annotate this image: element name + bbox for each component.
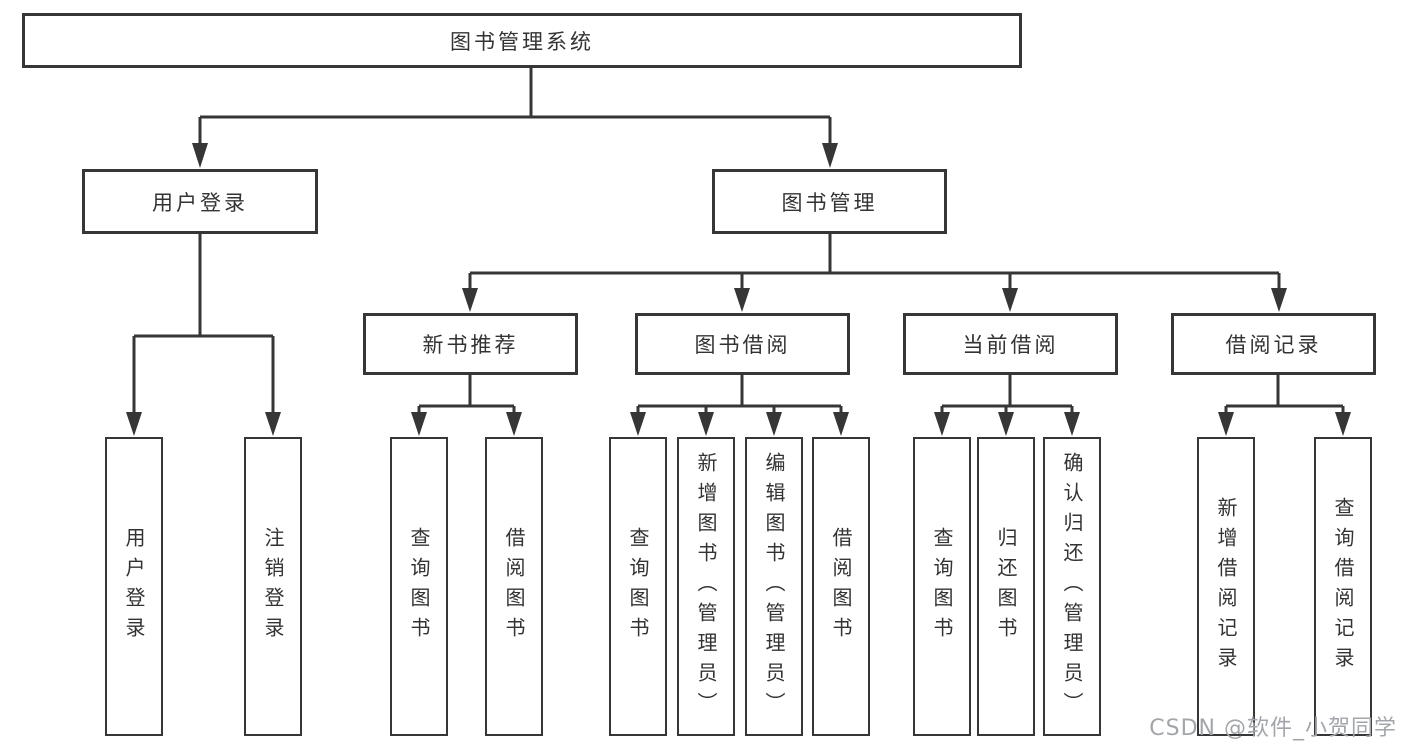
arrowhead-leaf-borrow-books-2 — [833, 412, 849, 436]
leaf-add-book-admin-label: 新增图书（管理员） — [694, 451, 718, 722]
connector-root-split — [198, 68, 832, 143]
leaf-add-borrow-record-label: 新增借阅记录 — [1214, 496, 1238, 677]
arrowhead-leaf-query-books-1 — [411, 412, 427, 436]
arrowhead-leaf-add-record — [1218, 412, 1234, 436]
arrowhead-leaf-add-book — [698, 412, 714, 436]
leaf-add-borrow-record: 新增借阅记录 — [1197, 437, 1255, 736]
node-borrow-records: 借阅记录 — [1171, 313, 1376, 375]
connector-current-split — [940, 375, 1074, 412]
arrowhead-leaf-query-record — [1335, 412, 1351, 436]
node-book-management: 图书管理 — [712, 169, 947, 234]
leaf-edit-book-admin: 编辑图书（管理员） — [745, 437, 803, 736]
connector-management-split — [468, 234, 1281, 288]
arrowhead-current-borrow — [1002, 288, 1018, 312]
leaf-query-books-recommend-label: 查询图书 — [407, 526, 431, 647]
leaf-query-books-current-label: 查询图书 — [930, 526, 954, 647]
node-user-login: 用户登录 — [82, 169, 318, 234]
arrowhead-user-login — [192, 143, 208, 168]
leaf-logout: 注销登录 — [244, 437, 302, 736]
leaf-add-book-admin: 新增图书（管理员） — [677, 437, 735, 736]
leaf-borrow-books-recommend-label: 借阅图书 — [502, 526, 526, 647]
arrowhead-leaf-logout — [265, 412, 281, 436]
leaf-confirm-return-admin-label: 确认归还（管理员） — [1060, 451, 1084, 722]
arrowhead-borrow-records — [1271, 288, 1287, 312]
arrowhead-leaf-edit-book — [766, 412, 782, 436]
leaf-query-books-current: 查询图书 — [913, 437, 971, 736]
leaf-user-login-label: 用户登录 — [122, 526, 146, 647]
arrowhead-leaf-query-books-3 — [934, 412, 950, 436]
connector-recommend-split — [417, 375, 516, 412]
arrowhead-leaf-borrow-books-1 — [506, 412, 522, 436]
node-library-management-system: 图书管理系统 — [22, 13, 1022, 68]
node-new-book-recommend: 新书推荐 — [363, 313, 578, 375]
arrowhead-new-book-recommend — [462, 288, 478, 312]
arrowhead-leaf-user-login — [126, 412, 142, 436]
leaf-query-books-borrow: 查询图书 — [609, 437, 667, 736]
leaf-return-book-label: 归还图书 — [994, 526, 1018, 647]
leaf-return-book: 归还图书 — [977, 437, 1035, 736]
arrowhead-book-management — [822, 143, 838, 168]
leaf-query-books-recommend: 查询图书 — [390, 437, 448, 736]
leaf-query-books-borrow-label: 查询图书 — [626, 526, 650, 647]
connector-login-split — [132, 234, 275, 412]
leaf-confirm-return-admin: 确认归还（管理员） — [1043, 437, 1101, 736]
node-book-borrow: 图书借阅 — [635, 313, 850, 375]
connector-records-split — [1224, 375, 1345, 412]
watermark: CSDN @软件_小贺同学 — [1149, 716, 1397, 741]
leaf-query-borrow-record-label: 查询借阅记录 — [1331, 496, 1355, 677]
arrowhead-book-borrow — [734, 288, 750, 312]
leaf-borrow-books-label: 借阅图书 — [829, 526, 853, 647]
leaf-logout-label: 注销登录 — [261, 526, 285, 647]
arrowhead-leaf-confirm-return — [1064, 412, 1080, 436]
leaf-query-borrow-record: 查询借阅记录 — [1314, 437, 1372, 736]
connector-borrow-split — [636, 375, 843, 412]
leaf-user-login: 用户登录 — [105, 437, 163, 736]
leaf-borrow-books-recommend: 借阅图书 — [485, 437, 543, 736]
node-current-borrow: 当前借阅 — [903, 313, 1118, 375]
arrowhead-leaf-return-book — [998, 412, 1014, 436]
arrowhead-leaf-query-books-2 — [630, 412, 646, 436]
leaf-edit-book-admin-label: 编辑图书（管理员） — [762, 451, 786, 722]
leaf-borrow-books: 借阅图书 — [812, 437, 870, 736]
